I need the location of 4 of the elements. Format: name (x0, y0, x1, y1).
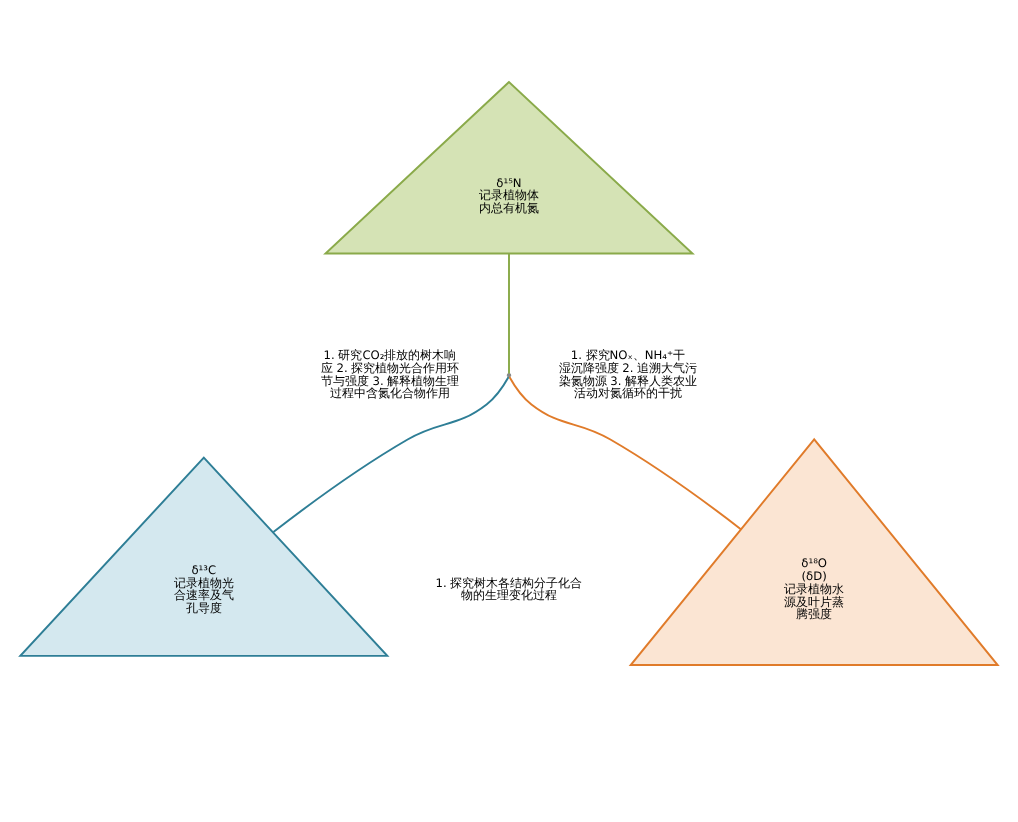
node-point (506, 372, 512, 378)
connector (508, 375, 742, 531)
connector (272, 375, 510, 534)
connector (508, 252, 510, 375)
